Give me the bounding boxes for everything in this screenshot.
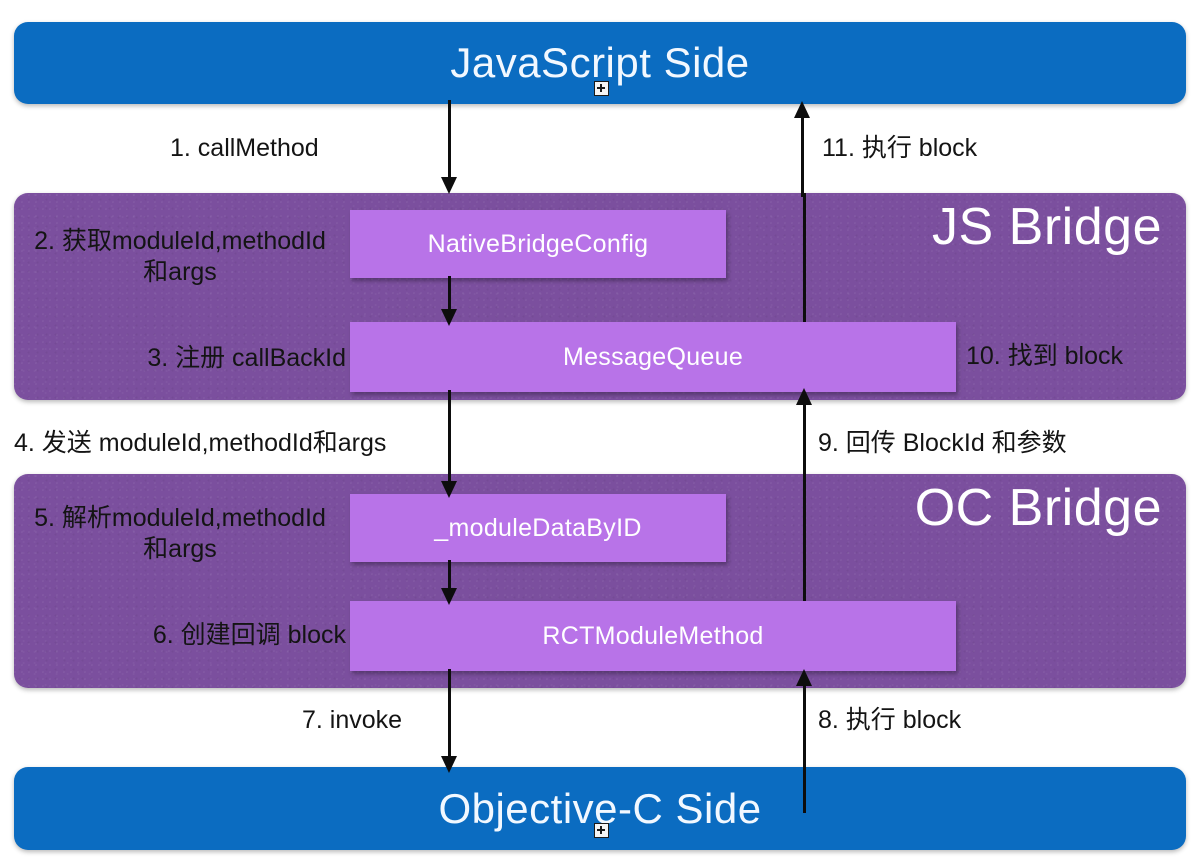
band-title-js-bridge: JS Bridge xyxy=(932,198,1162,256)
plus-marker-icon xyxy=(594,823,609,838)
step-label-4-send-module-method-args: 4. 发送 moduleId,methodId和args xyxy=(14,429,387,457)
arrow-head xyxy=(441,756,457,773)
band-title-oc-bridge: OC Bridge xyxy=(914,479,1162,537)
step-label-3-register-callbackid: 3. 注册 callBackId xyxy=(147,344,346,372)
step-label-8-execute-block: 8. 执行 block xyxy=(818,706,962,734)
band-title-objective-c-side: Objective-C Side xyxy=(438,784,762,832)
arrow-shaft xyxy=(448,390,451,482)
arrow-head xyxy=(794,101,810,118)
step-label-1-callmethod: 1. callMethod xyxy=(170,134,319,162)
step-label-7-invoke: 7. invoke xyxy=(302,706,403,734)
arrow-head xyxy=(796,669,812,686)
step-label-9-return-blockid-params: 9. 回传 BlockId 和参数 xyxy=(818,429,1067,457)
arrow-head xyxy=(441,588,457,605)
arrow-head xyxy=(441,177,457,194)
step-label-6-create-callback-block: 6. 创建回调 block xyxy=(152,621,346,649)
node-messagequeue[interactable]: MessageQueue xyxy=(350,322,956,392)
step-label-11-execute-block: 11. 执行 block xyxy=(822,134,978,162)
arrow-shaft xyxy=(448,669,451,757)
connector-oc-side-line xyxy=(803,767,806,813)
connector-oc-bridge-right xyxy=(803,474,806,604)
arrow-shaft xyxy=(448,276,451,310)
arrow-shaft xyxy=(448,100,451,178)
step-label-5-parse-module-method-args: 5. 解析moduleId,methodId 和args xyxy=(34,504,326,564)
node-nativebridgeconfig[interactable]: NativeBridgeConfig xyxy=(350,210,726,278)
arrow-head xyxy=(441,481,457,498)
step-label-10-find-block: 10. 找到 block xyxy=(966,342,1124,370)
arrow-shaft xyxy=(803,403,806,508)
node-rctmodulemethod[interactable]: RCTModuleMethod xyxy=(350,601,956,671)
arrow-shaft xyxy=(801,116,804,197)
band-title-javascript-side: JavaScript Side xyxy=(450,39,750,86)
node-moduledatabyid[interactable]: _moduleDataByID xyxy=(350,494,726,562)
arrow-head xyxy=(796,388,812,405)
plus-marker-icon xyxy=(594,81,609,96)
connector-js-bridge-right xyxy=(803,193,806,325)
arrow-head xyxy=(441,309,457,326)
arrow-shaft xyxy=(803,684,806,771)
step-label-2-get-module-method-args: 2. 获取moduleId,methodId 和args xyxy=(34,227,326,287)
arrow-shaft xyxy=(448,560,451,589)
